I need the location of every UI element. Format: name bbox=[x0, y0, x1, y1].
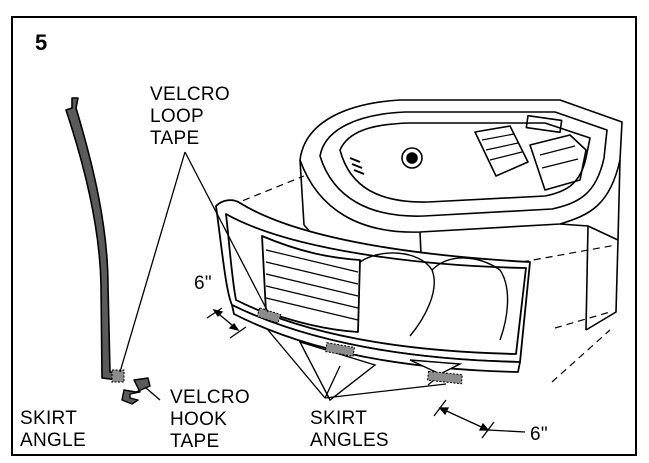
step-number: 5 bbox=[35, 30, 48, 55]
skirt-angle-label: SKIRT ANGLE bbox=[20, 408, 86, 452]
tub-rim-inner bbox=[319, 111, 608, 217]
leader-loop-1 bbox=[119, 151, 186, 373]
leader-angle-3 bbox=[324, 383, 447, 399]
skirt-angle-profile bbox=[65, 97, 151, 405]
skirt-panel bbox=[215, 199, 531, 373]
dimension-top bbox=[206, 307, 247, 339]
dimension-top-label: 6" bbox=[194, 273, 212, 294]
skirt-angle-line-1: SKIRT bbox=[20, 408, 78, 429]
leader-angle-1 bbox=[267, 329, 326, 399]
velcro-loop-tape-label: VELCRO LOOP TAPE bbox=[150, 84, 230, 150]
dimension-bottom-label: 6" bbox=[530, 424, 548, 445]
skirt-angles-line-2: ANGLES bbox=[310, 430, 389, 451]
tub-basin bbox=[339, 122, 591, 203]
velcro-hook-line-3: TAPE bbox=[170, 431, 220, 452]
skirt-angles-line-1: SKIRT bbox=[310, 408, 368, 429]
velcro-pads bbox=[256, 307, 463, 385]
skirt-angles-label: SKIRT ANGLES bbox=[310, 408, 389, 452]
leader-angle-2 bbox=[324, 365, 341, 399]
skirt-grille bbox=[261, 235, 361, 333]
velcro-loop-line-3: TAPE bbox=[150, 128, 200, 149]
velcro-pad-right bbox=[427, 370, 463, 385]
velcro-pad-middle bbox=[324, 342, 356, 357]
velcro-hook-tape-label: VELCRO HOOK TAPE bbox=[170, 387, 250, 453]
tub-rim-outer bbox=[299, 99, 623, 233]
leader-loop-2 bbox=[184, 151, 269, 313]
velcro-hook-piece bbox=[121, 377, 151, 405]
tub-seat bbox=[474, 125, 529, 177]
bathtub bbox=[299, 99, 623, 331]
tub-jet bbox=[401, 147, 423, 169]
velcro-pad-left bbox=[256, 307, 282, 324]
velcro-on-angle bbox=[111, 369, 125, 383]
velcro-loop-line-2: LOOP bbox=[150, 106, 204, 127]
skirt-angle-line-2: ANGLE bbox=[20, 430, 86, 451]
leader-lines bbox=[119, 151, 447, 401]
leader-hook bbox=[145, 387, 161, 401]
tub-pillow bbox=[525, 114, 563, 134]
dimension-bottom bbox=[433, 399, 526, 439]
velcro-loop-line-1: VELCRO bbox=[150, 84, 230, 105]
velcro-hook-line-2: HOOK bbox=[170, 409, 228, 430]
tub-armrest bbox=[529, 134, 587, 191]
velcro-hook-line-1: VELCRO bbox=[170, 387, 250, 408]
